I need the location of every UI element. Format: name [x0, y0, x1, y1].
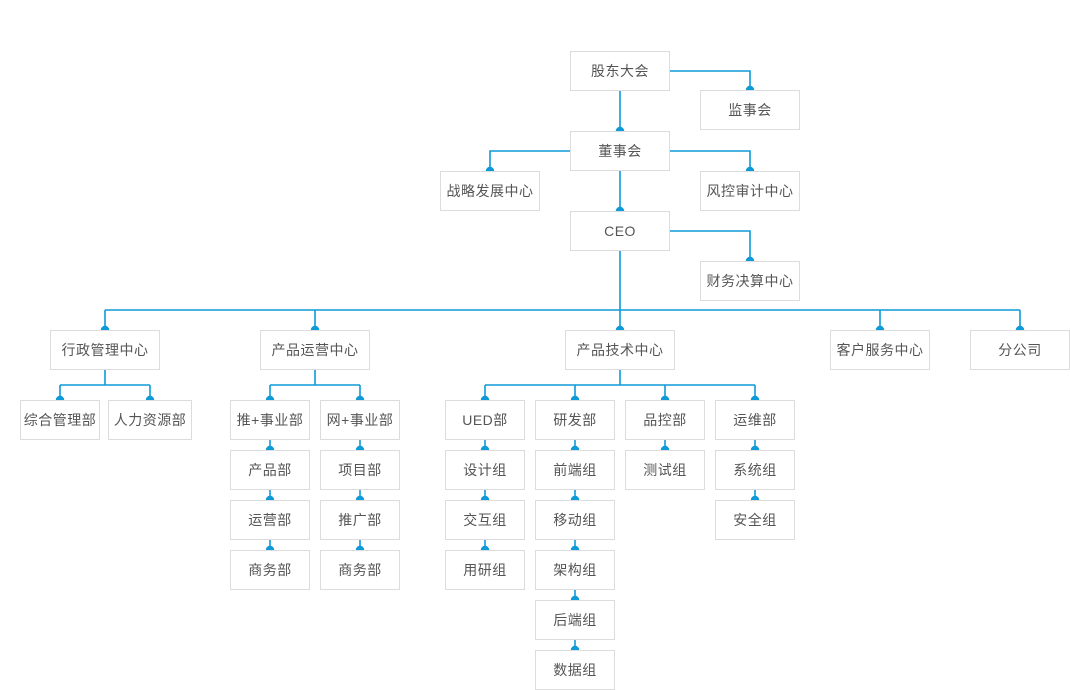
org-node-n12[interactable]: 分公司: [970, 330, 1070, 370]
org-node-n16[interactable]: 网+事业部: [320, 400, 400, 440]
org-node-label: 交互组: [463, 512, 507, 528]
connector-ceo-to-finance: [670, 230, 751, 261]
org-node-n14[interactable]: 人力资源部: [108, 400, 192, 440]
org-node-label: 品控部: [643, 412, 687, 428]
org-node-n7[interactable]: 财务决算中心: [700, 261, 800, 301]
org-node-label: 商务部: [338, 562, 382, 578]
org-node-n32[interactable]: 移动组: [535, 500, 615, 540]
org-node-label: 架构组: [553, 562, 597, 578]
org-node-n24[interactable]: 研发部: [535, 400, 615, 440]
org-node-n33[interactable]: 安全组: [715, 500, 795, 540]
org-node-n18[interactable]: 项目部: [320, 450, 400, 490]
org-node-n8[interactable]: 行政管理中心: [50, 330, 160, 370]
org-node-n13[interactable]: 综合管理部: [20, 400, 100, 440]
org-node-n35[interactable]: 架构组: [535, 550, 615, 590]
org-node-n3[interactable]: 董事会: [570, 131, 670, 171]
org-node-n19[interactable]: 运营部: [230, 500, 310, 540]
org-node-label: 产品运营中心: [271, 342, 359, 358]
org-node-n27[interactable]: 设计组: [445, 450, 525, 490]
org-node-label: 风控审计中心: [706, 183, 794, 199]
org-node-label: 战略发展中心: [446, 183, 534, 199]
org-node-n6[interactable]: CEO: [570, 211, 670, 251]
org-node-n37[interactable]: 数据组: [535, 650, 615, 690]
org-node-label: 商务部: [248, 562, 292, 578]
org-node-label: 项目部: [338, 462, 382, 478]
org-node-n31[interactable]: 交互组: [445, 500, 525, 540]
org-node-n29[interactable]: 测试组: [625, 450, 705, 490]
org-node-label: 行政管理中心: [61, 342, 149, 358]
org-node-label: 运维部: [733, 412, 777, 428]
org-node-n4[interactable]: 战略发展中心: [440, 171, 540, 211]
org-node-n9[interactable]: 产品运营中心: [260, 330, 370, 370]
org-node-label: 产品部: [248, 462, 292, 478]
connector-shareholders-to-supervisors: [670, 70, 751, 90]
org-node-label: 移动组: [553, 512, 597, 528]
org-node-label: 网+事业部: [326, 412, 394, 428]
org-node-n22[interactable]: 商务部: [320, 550, 400, 590]
org-node-label: 用研组: [463, 562, 507, 578]
org-node-label: 客户服务中心: [836, 342, 924, 358]
org-node-n15[interactable]: 推+事业部: [230, 400, 310, 440]
org-node-label: 产品技术中心: [576, 342, 664, 358]
org-node-n25[interactable]: 品控部: [625, 400, 705, 440]
org-node-label: UED部: [462, 412, 508, 428]
org-node-label: 数据组: [553, 662, 597, 678]
org-node-label: 运营部: [248, 512, 292, 528]
org-node-n23[interactable]: UED部: [445, 400, 525, 440]
org-node-label: 财务决算中心: [706, 273, 794, 289]
org-node-label: 综合管理部: [23, 412, 97, 428]
org-node-label: 系统组: [733, 462, 777, 478]
org-node-n28[interactable]: 前端组: [535, 450, 615, 490]
org-node-n21[interactable]: 商务部: [230, 550, 310, 590]
org-node-label: CEO: [604, 223, 636, 239]
org-node-n5[interactable]: 风控审计中心: [700, 171, 800, 211]
org-node-label: 人力资源部: [113, 412, 187, 428]
org-node-label: 设计组: [463, 462, 507, 478]
connector-board-to-strategy: [489, 150, 570, 171]
org-node-label: 分公司: [998, 342, 1042, 358]
org-node-label: 前端组: [553, 462, 597, 478]
org-node-n10[interactable]: 产品技术中心: [565, 330, 675, 370]
org-node-label: 安全组: [733, 512, 777, 528]
connector-board-to-risk: [670, 150, 751, 171]
org-node-n11[interactable]: 客户服务中心: [830, 330, 930, 370]
org-node-label: 股东大会: [591, 63, 649, 79]
org-node-n26[interactable]: 运维部: [715, 400, 795, 440]
org-node-label: 推广部: [338, 512, 382, 528]
org-node-label: 监事会: [728, 102, 772, 118]
org-node-label: 测试组: [643, 462, 687, 478]
org-node-n17[interactable]: 产品部: [230, 450, 310, 490]
org-node-n30[interactable]: 系统组: [715, 450, 795, 490]
org-node-label: 董事会: [598, 143, 642, 159]
org-node-n2[interactable]: 监事会: [700, 90, 800, 130]
org-node-label: 推+事业部: [236, 412, 304, 428]
org-node-n1[interactable]: 股东大会: [570, 51, 670, 91]
org-node-n20[interactable]: 推广部: [320, 500, 400, 540]
org-node-label: 后端组: [553, 612, 597, 628]
org-node-label: 研发部: [553, 412, 597, 428]
org-node-n36[interactable]: 后端组: [535, 600, 615, 640]
org-node-n34[interactable]: 用研组: [445, 550, 525, 590]
